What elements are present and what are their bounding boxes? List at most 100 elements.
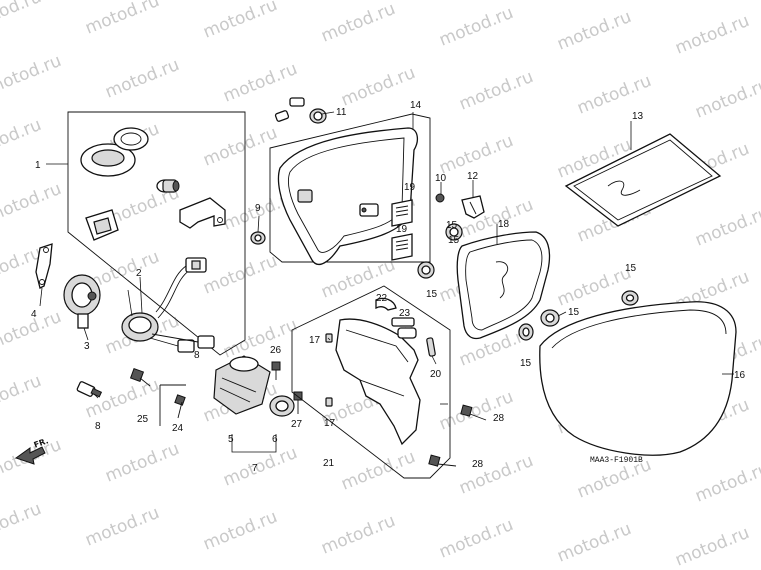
- watermark-text: motod.ru: [0, 0, 44, 35]
- watermark-text: motod.ru: [692, 75, 761, 123]
- callout-25: 25: [137, 414, 149, 425]
- watermark-text: motod.ru: [200, 251, 280, 299]
- bolt-26: [271, 361, 281, 380]
- callout-14: 14: [410, 100, 422, 111]
- callout-19-b: 19: [396, 224, 408, 235]
- watermark-text: motod.ru: [436, 515, 516, 563]
- service-sheet: [564, 133, 722, 227]
- bolt-25: [129, 367, 151, 387]
- watermark-text: motod.ru: [82, 375, 162, 423]
- callout-3: 3: [84, 341, 90, 352]
- watermark-text: motod.ru: [554, 7, 634, 55]
- callout-15-b: 15: [426, 289, 438, 300]
- grommet-15-a: [417, 261, 435, 279]
- horn-unit: [213, 355, 271, 415]
- lock-set-group: [46, 111, 246, 356]
- watermark-text: motod.ru: [0, 115, 44, 163]
- bracket-outline: [291, 285, 451, 479]
- watermark-text: motod.ru: [102, 439, 182, 487]
- horn-grommet: [269, 395, 295, 417]
- steering-lock: [63, 274, 101, 329]
- bolt-27: [293, 391, 303, 414]
- watermark-text: motod.ru: [338, 447, 418, 495]
- watermark-text: motod.ru: [220, 59, 300, 107]
- watermark-text: motod.ru: [0, 499, 44, 547]
- callout-18: 18: [498, 219, 510, 230]
- grommet-15-c: [621, 290, 639, 306]
- callout-27: 27: [291, 419, 303, 430]
- watermark-text: motod.ru: [102, 55, 182, 103]
- fuel-cap: [80, 127, 149, 177]
- cap-bracket: [179, 197, 226, 229]
- callout-22: 22: [376, 293, 388, 304]
- callout-5: 5: [228, 434, 234, 445]
- callout-17-a: 17: [309, 335, 321, 346]
- leader-7-bracket: [231, 434, 277, 453]
- callout-20: 20: [430, 369, 442, 380]
- side-cover: [539, 301, 737, 456]
- toolbox-outline: [269, 113, 431, 263]
- cap-lock-cylinder: [156, 179, 180, 193]
- callout-15-f: 15: [446, 220, 458, 231]
- grommet-15-b: [445, 223, 463, 241]
- grommet-15-e: [518, 323, 534, 341]
- clip-17-b: [325, 397, 333, 407]
- grommet-15-d: [540, 309, 560, 327]
- callout-6: 6: [272, 434, 278, 445]
- callout-26: 26: [270, 345, 282, 356]
- bracket-group: [291, 285, 451, 479]
- callout-4: 4: [31, 309, 37, 320]
- bolt-28-a: [460, 404, 487, 421]
- callout-15-a: 15: [448, 235, 460, 246]
- callout-8-b: 8: [194, 350, 200, 361]
- callout-8-a: 8: [95, 421, 101, 432]
- watermark-text: motod.ru: [554, 263, 634, 311]
- callout-labels: 1 2 3 4 5 6 7 8 8 9 10 11 12 13 14 15 15…: [31, 100, 746, 474]
- watermark-text: motod.ru: [338, 63, 418, 111]
- leader-4-top: [127, 289, 133, 317]
- watermark-text: motod.ru: [200, 507, 280, 555]
- leaders: [39, 111, 734, 405]
- callout-13: 13: [632, 111, 644, 122]
- watermark-text: motod.ru: [318, 0, 398, 47]
- label-19-a: [391, 199, 413, 227]
- reference-code: MAA3-F1901B: [590, 456, 643, 465]
- watermark-text: motod.ru: [456, 67, 536, 115]
- watermark-text: motod.ru: [692, 459, 761, 507]
- watermark-text: motod.ru: [82, 503, 162, 551]
- callout-23: 23: [399, 308, 411, 319]
- clip-17-a: [325, 333, 333, 343]
- watermark-text: motod.ru: [554, 519, 634, 567]
- toolbox-lock-keys: [274, 97, 327, 124]
- callout-11: 11: [336, 107, 347, 118]
- ignition-switch: [121, 257, 215, 353]
- watermark-text: motod.ru: [82, 0, 162, 39]
- rear-bracket: [335, 297, 436, 446]
- callout-15-e: 15: [520, 358, 532, 369]
- watermark-text: motod.ru: [0, 51, 64, 99]
- watermark-text: motod.ru: [436, 387, 516, 435]
- watermark-text: motod.ru: [200, 0, 280, 43]
- watermark-text: motod.ru: [220, 315, 300, 363]
- watermark-text: motod.ru: [456, 451, 536, 499]
- callout-21: 21: [323, 458, 335, 469]
- key-lower: [76, 381, 103, 398]
- watermark-text: motod.ru: [672, 11, 752, 59]
- watermark-text: motod.ru: [200, 123, 280, 171]
- callout-16: 16: [734, 370, 746, 381]
- grommet-9: [250, 231, 266, 245]
- toolbox-lid: [277, 127, 419, 265]
- watermark-text: motod.ru: [692, 203, 761, 251]
- callout-9: 9: [255, 203, 261, 214]
- callout-28-a: 28: [493, 413, 505, 424]
- callout-10: 10: [435, 173, 447, 184]
- callout-7: 7: [252, 463, 258, 474]
- front-direction-arrow: [14, 446, 46, 465]
- callout-15-c: 15: [625, 263, 637, 274]
- key-cylinder-plate: [35, 243, 53, 289]
- label-19-b: [391, 233, 413, 261]
- side-cover-gasket: [456, 231, 551, 340]
- bolt-28-b: [428, 454, 457, 467]
- callout-24: 24: [172, 423, 184, 434]
- callout-12: 12: [467, 171, 479, 182]
